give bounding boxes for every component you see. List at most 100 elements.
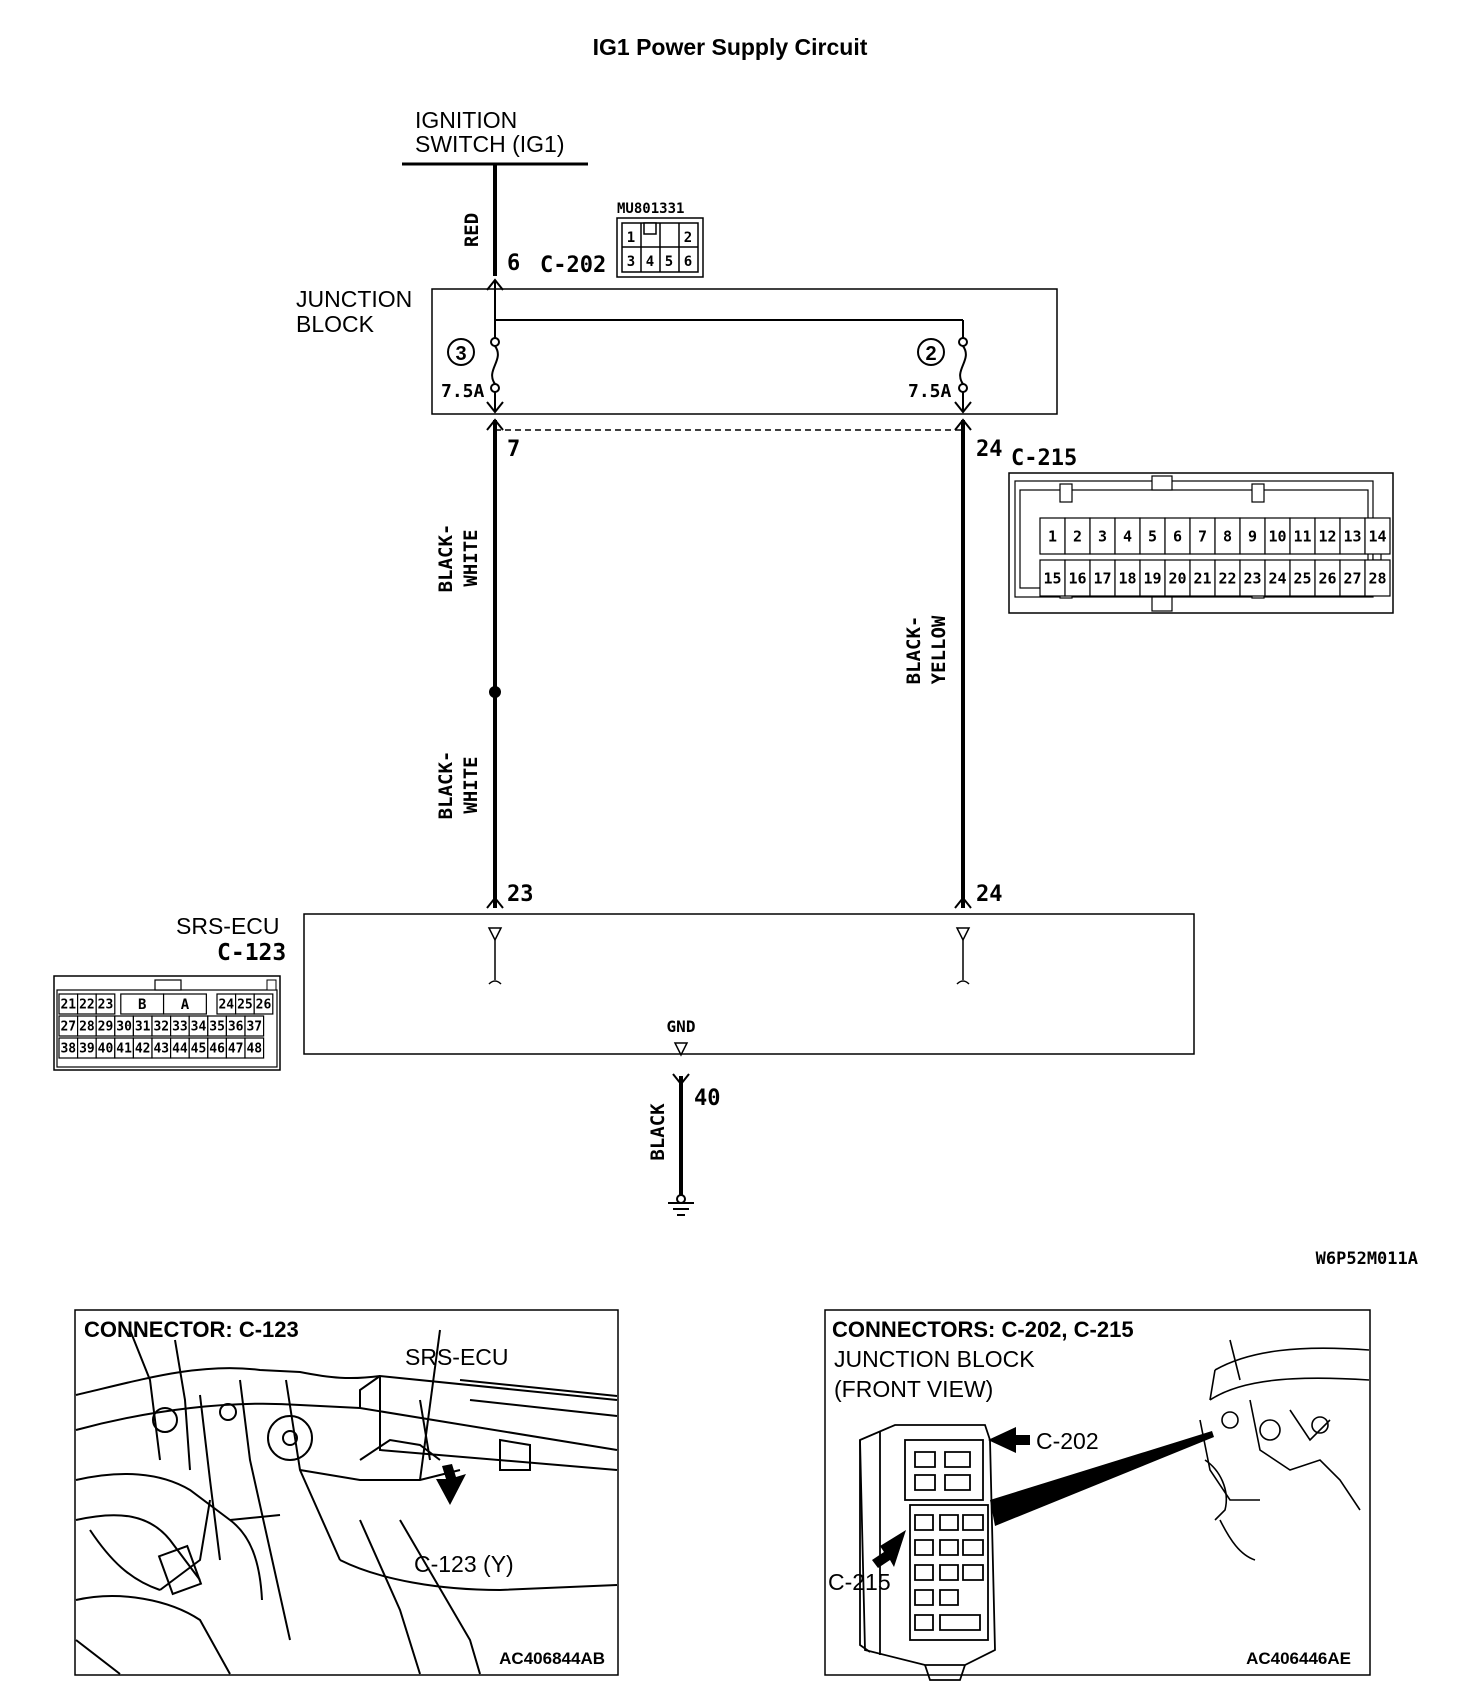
c123-pin-42-label: 42 (135, 1042, 151, 1057)
c123-pin-34-label: 34 (191, 1020, 207, 1035)
junction-block: JUNCTION BLOCK 3 7.5A 2 7.5A (296, 286, 1058, 415)
pin-label-ecu-24: 24 (976, 882, 1003, 907)
c123-pin-33-label: 33 (172, 1020, 188, 1035)
svg-text:1: 1 (627, 230, 635, 246)
fuse-2-number: 2 (925, 343, 936, 365)
c215-pin-3 (1089, 517, 1116, 555)
c123-pin-25-label: 25 (237, 998, 253, 1013)
c123-pin-block-A-label: A (181, 997, 190, 1013)
c215-pin-22 (1214, 559, 1241, 597)
c123-pin-44-label: 44 (172, 1042, 188, 1057)
panel-left-callout-ecu: SRS-ECU (405, 1344, 509, 1370)
c215-pin-10-label: 10 (1268, 527, 1286, 545)
c215-pin-8 (1214, 517, 1241, 555)
connector-c202: C-202 MU801331 1 2 3 4 5 6 (540, 201, 704, 278)
c123-pin-48 (244, 1037, 265, 1059)
c215-pin-28-label: 28 (1368, 569, 1386, 587)
arrow-c202 (988, 1427, 1030, 1453)
wire-label-black-yellow: BLACK- YELLOW (903, 615, 950, 684)
panel-right-code: AC406446AE (1246, 1649, 1351, 1668)
c215-pin-17-label: 17 (1093, 569, 1111, 587)
svg-text:5: 5 (665, 254, 673, 270)
c215-pin-19 (1139, 559, 1166, 597)
c123-pin-40-label: 40 (98, 1042, 114, 1057)
c215-pin-14 (1364, 517, 1391, 555)
junction-block-illustration (859, 1424, 996, 1681)
c123-pin-23-label: 23 (98, 998, 114, 1013)
c123-pin-32-label: 32 (153, 1020, 169, 1035)
c215-pin-9 (1239, 517, 1266, 555)
c123-pin-41-label: 41 (116, 1042, 132, 1057)
srs-ecu: SRS-ECU C-123 GND (176, 913, 1195, 1055)
c215-pin-28 (1364, 559, 1391, 597)
c215-pin-8-label: 8 (1223, 527, 1232, 545)
panel-left-callout-connector: C-123 (Y) (414, 1551, 514, 1577)
c123-pin-31-label: 31 (135, 1020, 151, 1035)
fuse-3-badge (447, 338, 475, 366)
c215-pin-18-label: 18 (1118, 569, 1136, 587)
connector-chevron-ecu-left (486, 896, 504, 909)
pin-label-jb-24: 24 (976, 437, 1003, 462)
panel-right-subtitle-1: JUNCTION BLOCK (834, 1346, 1035, 1372)
c123-pin-47-label: 47 (228, 1042, 244, 1057)
srs-ecu-gnd-label: GND (667, 1017, 696, 1036)
c123-pin-28-label: 28 (79, 1020, 95, 1035)
c215-pin-22-label: 22 (1218, 569, 1236, 587)
fuse-3 (486, 337, 504, 414)
pin-label-jb-7: 7 (507, 437, 520, 462)
panel-left-code: AC406844AB (499, 1649, 605, 1668)
circuit-wires (486, 164, 972, 1216)
srs-ecu-connector-name: C-123 (217, 940, 286, 966)
c123-pin-23 (95, 993, 116, 1015)
fuse-2-rating: 7.5A (908, 381, 952, 402)
ground-symbol (668, 1194, 694, 1216)
pin-label-gnd-40: 40 (694, 1086, 721, 1111)
junction-block-label-2: BLOCK (296, 311, 375, 337)
c123-pin-27-label: 27 (60, 1020, 76, 1035)
c215-pin-5 (1139, 517, 1166, 555)
c215-pin-5-label: 5 (1148, 527, 1157, 545)
c123-pin-35-label: 35 (209, 1020, 225, 1035)
arrow-c215 (872, 1530, 906, 1568)
c123-pin-38-label: 38 (60, 1042, 76, 1057)
fuse-3-rating: 7.5A (441, 381, 485, 402)
c123-pin-43-label: 43 (153, 1042, 169, 1057)
c123-pin-26 (253, 993, 274, 1015)
c215-pin-12 (1314, 517, 1341, 555)
svg-text:WHITE: WHITE (460, 529, 482, 586)
c123-pin-22-label: 22 (79, 998, 95, 1013)
connector-chevron-ecu-right (954, 896, 972, 909)
c215-pin-13-label: 13 (1343, 527, 1361, 545)
wire-label-black-white-upper: BLACK- WHITE (435, 524, 482, 593)
wire-label-red: RED (461, 213, 483, 247)
arrow-c123 (436, 1464, 466, 1505)
c215-pin-20-label: 20 (1168, 569, 1186, 587)
c215-pin-1 (1039, 517, 1066, 555)
svg-text:WHITE: WHITE (460, 756, 482, 813)
c215-pin-20 (1164, 559, 1191, 597)
junction-block-label-1: JUNCTION (296, 286, 412, 312)
panel-right-callout-c215: C-215 (828, 1569, 891, 1595)
ecu-terminal-left (487, 927, 503, 985)
c123-pin-39-label: 39 (79, 1042, 95, 1057)
c123-pin-30-label: 30 (116, 1020, 132, 1035)
c123-pin-36-label: 36 (228, 1020, 244, 1035)
svg-text:3: 3 (627, 254, 635, 270)
c215-pin-24-label: 24 (1268, 569, 1286, 587)
wire-label-black: BLACK (647, 1103, 669, 1161)
panel-connector-c123: CONNECTOR: C-123 SRS-ECU C-123 (Y) AC406… (74, 1309, 619, 1676)
leader-wedge (990, 1431, 1214, 1526)
c215-pin-26 (1314, 559, 1341, 597)
c215-pin-25-label: 25 (1293, 569, 1311, 587)
svg-text:BLACK-: BLACK- (435, 524, 457, 593)
c215-pin-6 (1164, 517, 1191, 555)
wire-label-black-white-lower: BLACK- WHITE (435, 751, 482, 820)
c215-pin-23-label: 23 (1243, 569, 1261, 587)
c215-pin-27-label: 27 (1343, 569, 1361, 587)
c215-pin-26-label: 26 (1318, 569, 1336, 587)
svg-text:BLACK-: BLACK- (435, 751, 457, 820)
c215-pin-1-label: 1 (1048, 527, 1057, 545)
